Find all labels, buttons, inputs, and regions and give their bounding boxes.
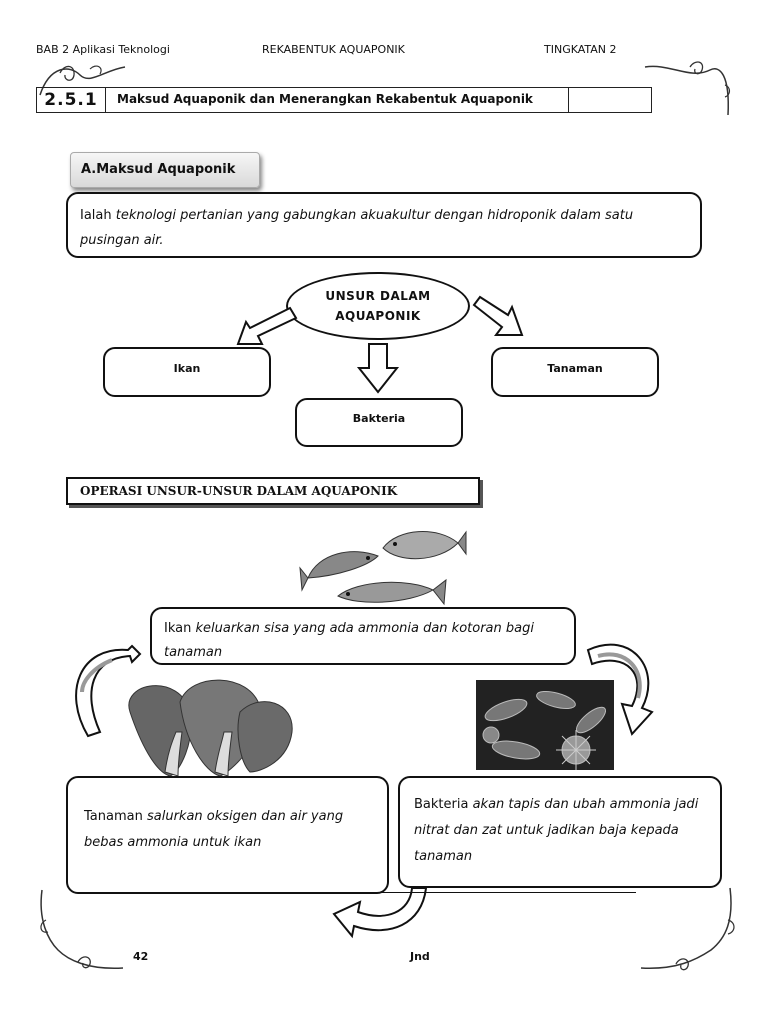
- section-title-row: 2.5.1 Maksud Aquaponik dan Menerangkan R…: [36, 87, 652, 113]
- fish-description: keluarkan sisa yang ada ammonia dan koto…: [164, 621, 534, 660]
- fish-lead: Ikan: [164, 621, 192, 636]
- fish-image-icon: [299, 530, 467, 606]
- operations-heading: OPERASI UNSUR-UNSUR DALAM AQUAPONIK: [66, 477, 480, 505]
- corner-ornament-top-right-icon: [644, 61, 731, 116]
- section-title: Maksud Aquaponik dan Menerangkan Rekaben…: [117, 92, 533, 106]
- bacteria-description: akan tapis dan ubah ammonia jadi nitrat …: [414, 797, 699, 864]
- bacteria-lead: Bakteria: [414, 797, 469, 812]
- corner-ornament-top-left-icon: [39, 65, 126, 96]
- corner-ornament-bottom-left-icon: [40, 889, 124, 969]
- bacteria-image: [476, 680, 614, 770]
- cycle-arrow-bottom-icon: [332, 887, 428, 939]
- plant-operation-box: Tanaman salurkan oksigen dan air yang be…: [66, 776, 389, 894]
- footer-initials: Jnd: [410, 950, 430, 963]
- page-number: 42: [133, 950, 149, 963]
- fish-operation-text: Ikan keluarkan sisa yang ada ammonia dan…: [164, 617, 564, 665]
- part-a-tab-label: A.Maksud Aquaponik: [81, 162, 236, 177]
- definition-text: teknologi pertanian yang gabungkan akuak…: [80, 208, 634, 248]
- bacteria-image-icon: [482, 690, 607, 770]
- arrow-right-down-icon: [472, 295, 524, 336]
- bacteria-operation-box: Bakteria akan tapis dan ubah ammonia jad…: [398, 776, 722, 888]
- element-ikan: Ikan: [103, 347, 271, 397]
- arrow-down-icon: [356, 343, 400, 394]
- footer-rule: [118, 892, 636, 893]
- bacteria-operation-text: Bakteria akan tapis dan ubah ammonia jad…: [414, 792, 704, 870]
- cycle-arrow-left-icon: [75, 644, 142, 738]
- elements-ellipse: UNSUR DALAM AQUAPONIK: [286, 272, 470, 340]
- header-left: BAB 2 Aplikasi Teknologi: [36, 43, 170, 56]
- element-ikan-label: Ikan: [173, 362, 201, 375]
- plant-lead: Tanaman: [84, 809, 143, 824]
- element-tanaman-label: Tanaman: [547, 362, 603, 375]
- header-right: TINGKATAN 2: [544, 43, 617, 56]
- part-a-tab: A.Maksud Aquaponik: [70, 152, 260, 188]
- element-tanaman: Tanaman: [491, 347, 659, 397]
- section-divider: [568, 88, 569, 112]
- fish-operation-box: Ikan keluarkan sisa yang ada ammonia dan…: [150, 607, 576, 665]
- definition-box: Ialah teknologi pertanian yang gabungkan…: [66, 192, 702, 258]
- element-bakteria: Bakteria: [295, 398, 463, 447]
- element-bakteria-label: Bakteria: [352, 412, 406, 425]
- bok-choy-image-icon: [128, 679, 293, 777]
- corner-ornament-bottom-right-icon: [640, 887, 735, 971]
- header-center: REKABENTUK AQUAPONIK: [262, 43, 405, 56]
- section-number: 2.5.1: [37, 88, 106, 112]
- plant-description: salurkan oksigen dan air yang bebas ammo…: [84, 809, 344, 850]
- cycle-arrow-right-icon: [586, 643, 654, 736]
- definition-lead: Ialah: [80, 208, 112, 223]
- definition-paragraph: Ialah teknologi pertanian yang gabungkan…: [80, 203, 688, 253]
- arrow-left-down-icon: [236, 306, 298, 345]
- plant-operation-text: Tanaman salurkan oksigen dan air yang be…: [84, 804, 374, 856]
